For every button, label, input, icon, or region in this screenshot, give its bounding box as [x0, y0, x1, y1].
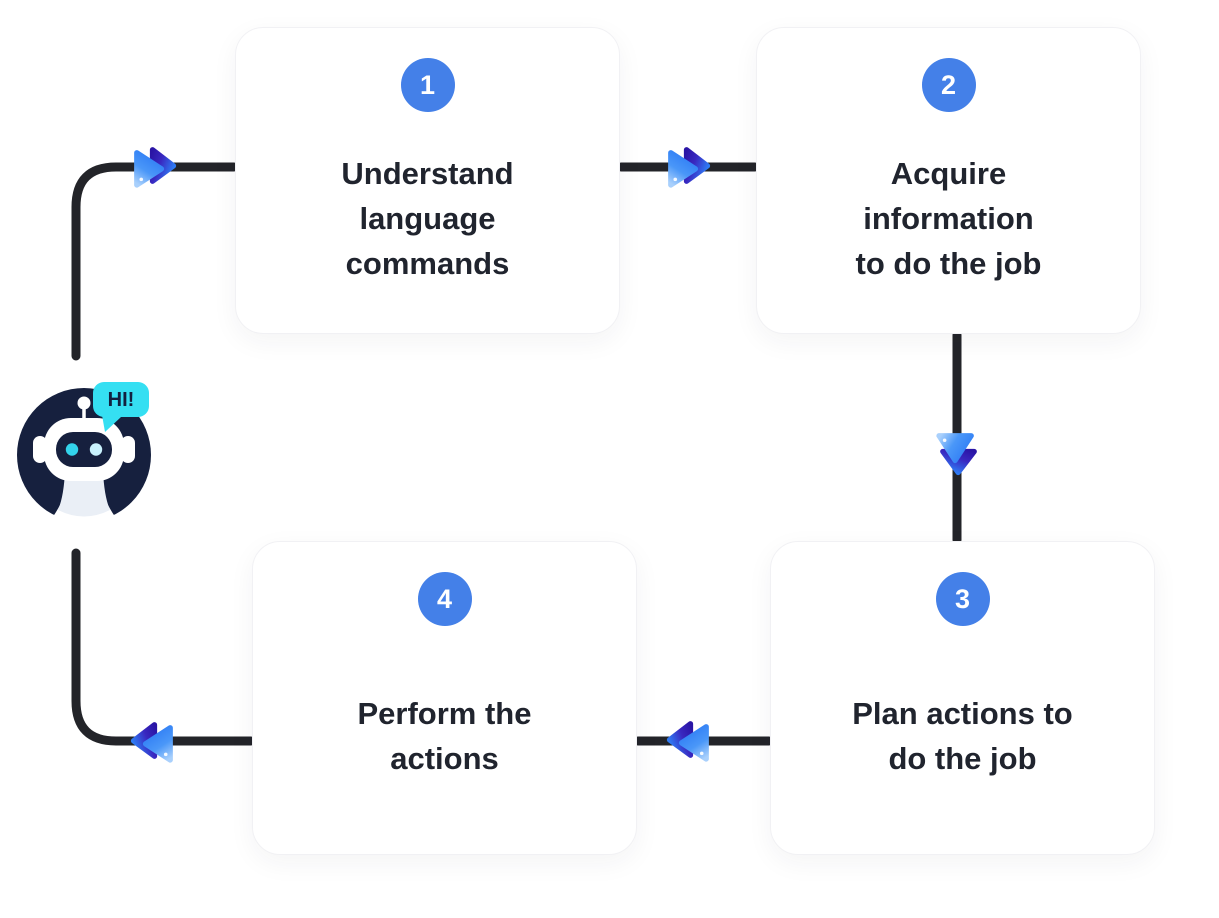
chatbot-robot-icon: HI!	[17, 382, 151, 526]
fast-forward-arrow-left-icon	[129, 718, 177, 766]
fast-forward-arrow-right-icon	[130, 143, 178, 191]
connector-robot-to-step-1	[71, 162, 239, 361]
step-label: Understand language commands	[341, 156, 514, 281]
step-number-badge: 2	[921, 58, 976, 112]
fast-forward-arrow-left-icon	[665, 717, 713, 765]
step-number-badge: 4	[417, 572, 472, 626]
step-label: Perform the actions	[357, 696, 532, 776]
step-card-3: 3 Plan actions to do the job	[770, 541, 1155, 855]
robot-eye-right	[89, 443, 103, 456]
step-label: Acquire information to do the job	[855, 156, 1042, 281]
fast-forward-arrow-down-icon	[933, 429, 981, 477]
step-card-1: 1 Understand language commands	[235, 27, 620, 334]
fast-forward-arrow-right-icon	[664, 143, 712, 191]
speech-bubble: HI!	[93, 382, 149, 432]
connector-step-4-to-robot	[71, 548, 256, 746]
robot-eye-left	[65, 443, 79, 456]
step-label: Plan actions to do the job	[852, 696, 1073, 776]
step-number-badge: 1	[400, 58, 455, 112]
step-card-2: 2 Acquire information to do the job	[756, 27, 1141, 334]
step-number-badge: 3	[935, 572, 990, 626]
step-card-4: 4 Perform the actions	[252, 541, 637, 855]
speech-bubble-text: HI!	[108, 389, 135, 411]
